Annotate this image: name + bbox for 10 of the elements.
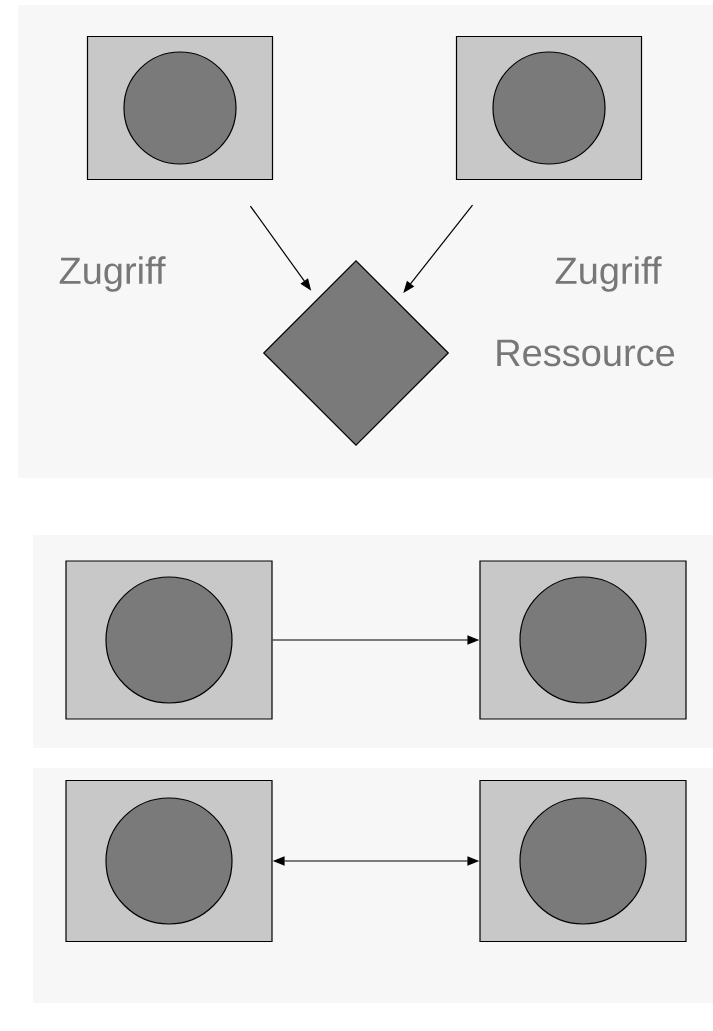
circle bbox=[519, 797, 647, 925]
label: Zugriff bbox=[555, 256, 662, 292]
arrow bbox=[403, 204, 474, 293]
circle bbox=[105, 576, 233, 704]
label: Ressource bbox=[497, 339, 675, 367]
circle bbox=[519, 576, 647, 704]
circle bbox=[105, 797, 233, 925]
circle bbox=[123, 51, 237, 165]
circle bbox=[492, 51, 606, 165]
label: Zugriff bbox=[59, 256, 166, 292]
